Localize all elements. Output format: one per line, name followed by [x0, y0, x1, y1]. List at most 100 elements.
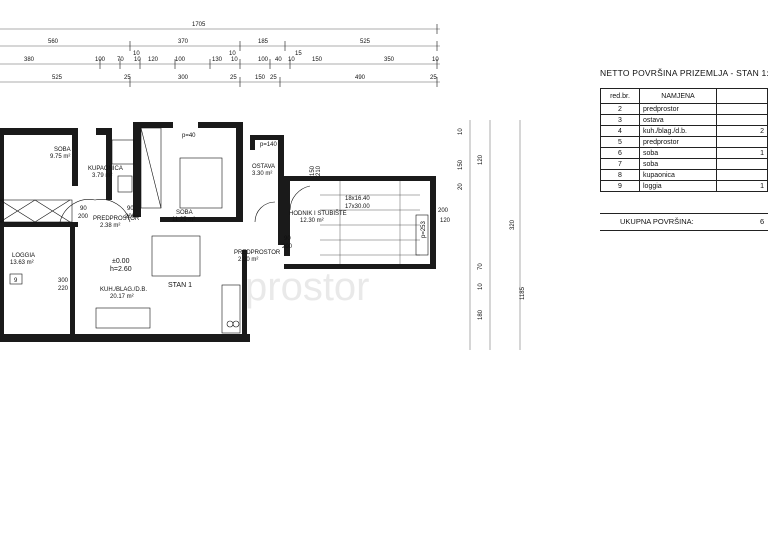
- total-label: UKUPNA POVRŠINA:: [620, 217, 694, 226]
- dim-label: 200: [125, 214, 136, 220]
- row-name: kupaonica: [639, 169, 717, 181]
- height-label: h=2.60: [110, 266, 132, 273]
- table-row: 2 predprostor: [600, 103, 768, 115]
- dim-label: 100: [258, 57, 269, 63]
- dim-label: p=140: [260, 142, 278, 148]
- dim-label: 10: [133, 51, 140, 57]
- dim-label: 380: [24, 57, 35, 63]
- vertical-dimension-lines: 10 150 20 120 180 70 10 320 1185: [458, 120, 526, 350]
- dim-label: 25: [270, 75, 277, 81]
- level-label: ±0.00: [112, 258, 130, 265]
- row-number: 8: [600, 169, 640, 181]
- row-name: soba: [639, 158, 717, 170]
- stairs-label: 18x16.40: [345, 196, 370, 202]
- row-area: 1: [716, 180, 768, 192]
- dim-label: 25: [430, 75, 437, 81]
- area-total-row: UKUPNA POVRŠINA: 6: [600, 213, 768, 231]
- room-name: LOGGIA: [12, 253, 35, 259]
- dim-label: 525: [52, 75, 63, 81]
- room-name: SOBA: [54, 147, 71, 153]
- dim-label: 525: [360, 39, 371, 45]
- interior-lines: [0, 127, 429, 334]
- table-row: 4 kuh./blag./d.b. 2: [600, 125, 768, 137]
- table-row: 7 soba: [600, 158, 768, 170]
- room-area: 3.79 m²: [92, 173, 112, 179]
- row-number: 6: [600, 147, 640, 159]
- room-name: PREDPROSTOR: [234, 250, 281, 256]
- apartment-label: STAN 1: [168, 282, 192, 289]
- room-name: OSTAVA: [252, 164, 275, 170]
- dim-label: 200: [438, 208, 449, 214]
- row-name: predprostor: [639, 103, 717, 115]
- row-number: 3: [600, 114, 640, 126]
- row-area: [716, 158, 768, 170]
- dim-label: p=253: [421, 220, 427, 238]
- room-name: SOBA: [176, 210, 193, 216]
- table-row: 9 loggia 1: [600, 180, 768, 192]
- dim-label: 560: [48, 39, 59, 45]
- row-number: 4: [600, 125, 640, 137]
- total-value: 6: [760, 217, 765, 226]
- dim-label: 130: [212, 57, 223, 63]
- room-area: 11.25 m²: [172, 217, 195, 223]
- dim-label: 10: [288, 57, 295, 63]
- dim-label: 120: [478, 154, 484, 165]
- dim-label: 220: [58, 286, 69, 292]
- dim-label: 70: [117, 57, 124, 63]
- row-number: 2: [600, 103, 640, 115]
- dim-label: 150: [458, 159, 464, 170]
- room-labels: SOBA 9.75 m² KUPAONICA 3.79 m² SOBA 11.2…: [9, 147, 370, 300]
- dim-label: 370: [178, 39, 189, 45]
- room-area: 3.30 m²: [252, 171, 272, 177]
- dim-label: p=40: [182, 133, 196, 139]
- room-area: 12.30 m²: [300, 218, 324, 224]
- column-header-area: [716, 88, 768, 104]
- room-name: PREDPROSTOR: [93, 216, 140, 222]
- room-area: 9.75 m²: [50, 154, 70, 160]
- room-area: 20.17 m²: [110, 294, 134, 300]
- row-name: predprostor: [639, 136, 717, 148]
- dim-label: 300: [178, 75, 189, 81]
- row-number: 5: [600, 136, 640, 148]
- dimension-lines: 1705 560 370 185 525 10 10 15 380 100 70…: [0, 22, 440, 87]
- walls: [0, 122, 436, 342]
- dim-label: 25: [124, 75, 131, 81]
- dim-label: 10: [134, 57, 141, 63]
- dim-label: 200: [282, 244, 293, 250]
- dim-label: 10: [229, 51, 236, 57]
- row-name: soba: [639, 147, 717, 159]
- column-header-number: red.br.: [600, 88, 640, 104]
- dim-total: 1705: [192, 22, 206, 28]
- table-row: 6 soba 1: [600, 147, 768, 159]
- dim-label: 180: [478, 309, 484, 320]
- dim-label: 90: [284, 236, 291, 242]
- dim-label: 185: [258, 39, 269, 45]
- dim-label: 70: [478, 263, 484, 270]
- watermark: prostor: [245, 265, 370, 309]
- dim-label: 90: [127, 206, 134, 212]
- table-row: 5 predprostor: [600, 136, 768, 148]
- dim-label: 120: [440, 218, 451, 224]
- dim-label: 15: [295, 51, 302, 57]
- room-name: KUPAONICA: [88, 166, 123, 172]
- loggia-number: 9: [14, 278, 18, 284]
- row-name: loggia: [639, 180, 717, 192]
- dim-label: 200: [78, 214, 89, 220]
- dim-label: 100: [95, 57, 106, 63]
- dim-label: 10: [478, 283, 484, 290]
- row-area: [716, 114, 768, 126]
- dim-label: 10: [458, 128, 464, 135]
- dim-label: 300: [58, 278, 69, 284]
- row-area: 1: [716, 147, 768, 159]
- room-name: HODNIK I STUBIŠTE: [289, 210, 347, 217]
- dim-label: 150: [310, 165, 316, 176]
- dim-label: 10: [432, 57, 439, 63]
- row-name: kuh./blag./d.b.: [639, 125, 717, 137]
- table-row: 3 ostava: [600, 114, 768, 126]
- dim-label: 120: [148, 57, 159, 63]
- dim-label: 100: [175, 57, 186, 63]
- dim-label: 490: [355, 75, 366, 81]
- dim-label: 320: [510, 219, 516, 230]
- row-area: [716, 103, 768, 115]
- room-name: KUH./BLAG./D.B.: [100, 287, 147, 293]
